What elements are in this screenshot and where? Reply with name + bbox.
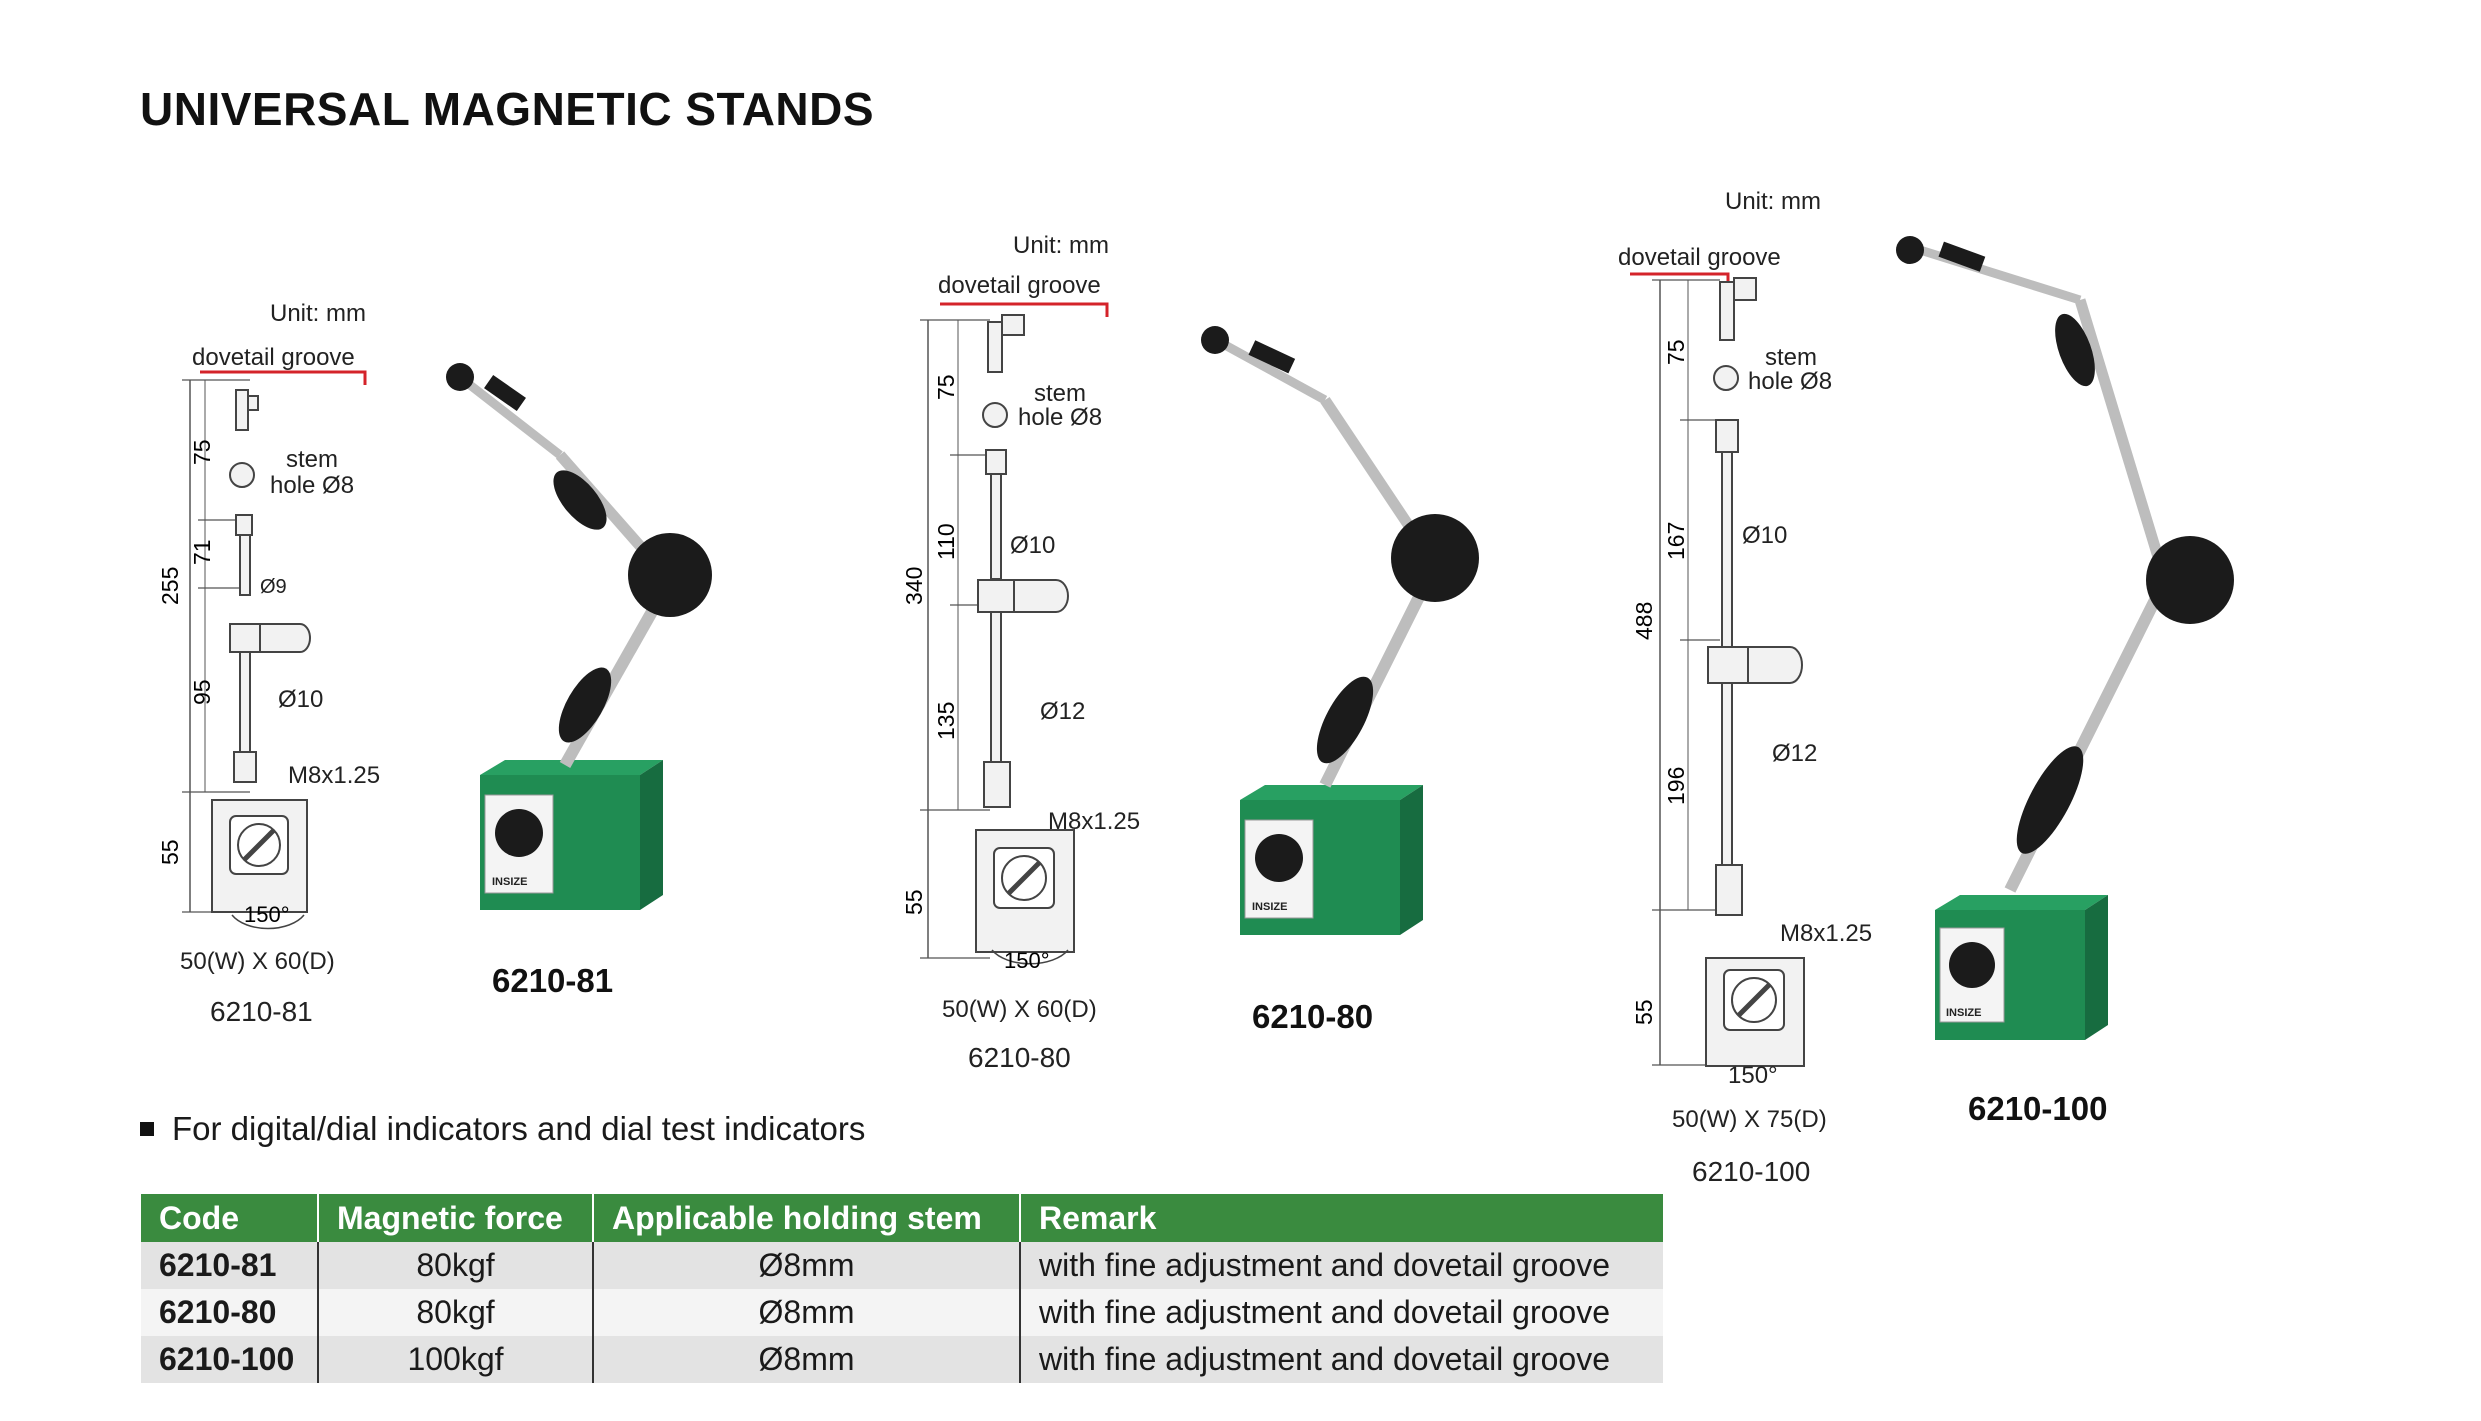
technical-drawing-6210-100: 75 167 488 196 55	[1630, 272, 1805, 1067]
table-row: 6210-100 100kgf Ø8mm with fine adjustmen…	[141, 1336, 1663, 1383]
base-size-label: 50(W) X 75(D)	[1672, 1106, 1827, 1133]
product-code-label: 6210-80	[1252, 998, 1374, 1035]
drawing-code-label: 6210-100	[1692, 1156, 1811, 1187]
angle-text: 150°	[244, 902, 290, 927]
table-cell: Ø8mm	[593, 1242, 1021, 1289]
dim-text: 55	[157, 839, 183, 865]
product-photo-6210-100: INSIZE	[1896, 236, 2234, 1040]
table-cell: Ø8mm	[593, 1289, 1021, 1336]
thread-label: M8x1.25	[288, 762, 381, 789]
product-photo-6210-80: INSIZE	[1201, 326, 1479, 935]
table-header: Magnetic force	[318, 1194, 594, 1242]
dovetail-label: dovetail groove	[192, 344, 355, 371]
dovetail-label: dovetail groove	[1618, 244, 1781, 271]
drawing-code-label: 6210-81	[210, 996, 313, 1027]
table-cell: 100kgf	[318, 1336, 594, 1383]
diameter-label: Ø10	[1742, 522, 1788, 549]
table-cell: 80kgf	[318, 1289, 594, 1336]
dim-text: 71	[189, 539, 215, 565]
table-cell: with fine adjustment and dovetail groove	[1020, 1242, 1663, 1289]
dim-text: 55	[901, 889, 927, 915]
stem-hole-label: hole Ø8	[270, 472, 355, 499]
badge-text: INSIZE	[1252, 901, 1287, 913]
drawing-code-label: 6210-80	[968, 1042, 1071, 1073]
dim-text: 340	[901, 567, 927, 605]
product-photo-6210-81: INSIZE	[446, 363, 712, 910]
dim-text: 55	[1631, 999, 1657, 1025]
badge-text: INSIZE	[1946, 1007, 1981, 1019]
unit-label: Unit: mm	[270, 300, 366, 327]
table-cell: with fine adjustment and dovetail groove	[1020, 1289, 1663, 1336]
diameter-label: Ø10	[1010, 532, 1056, 559]
table-row: 6210-80 80kgf Ø8mm with fine adjustment …	[141, 1289, 1663, 1336]
feature-bullet: For digital/dial indicators and dial tes…	[140, 1110, 865, 1148]
spec-table: Code Magnetic force Applicable holding s…	[141, 1194, 1663, 1383]
table-row: 6210-81 80kgf Ø8mm with fine adjustment …	[141, 1242, 1663, 1289]
technical-drawing-6210-81: 75 71 255 95 55 150°	[157, 370, 367, 930]
product-code-label: 6210-100	[1968, 1090, 2108, 1127]
stem-label: stem	[1034, 380, 1087, 407]
diameter-label: Ø12	[1772, 740, 1818, 767]
table-cell: 6210-80	[141, 1289, 319, 1336]
dim-text: 75	[933, 374, 959, 400]
table-cell: Ø8mm	[593, 1336, 1021, 1383]
dim-text: 110	[933, 523, 959, 560]
bullet-icon	[140, 1122, 154, 1136]
table-cell: with fine adjustment and dovetail groove	[1020, 1336, 1663, 1383]
product-code-label: 6210-81	[492, 962, 614, 999]
angle-text: 150°	[1004, 948, 1050, 973]
dim-text: 95	[189, 679, 215, 705]
diameter-label: Ø9	[260, 576, 287, 598]
table-cell: 6210-81	[141, 1242, 319, 1289]
table-cell: 6210-100	[141, 1336, 319, 1383]
table-cell: 80kgf	[318, 1242, 594, 1289]
base-size-label: 50(W) X 60(D)	[180, 948, 335, 975]
diameter-label: Ø10	[278, 686, 324, 713]
dim-text: 75	[189, 439, 215, 465]
dim-text: 488	[1631, 602, 1657, 640]
angle-label: 150°	[1728, 1062, 1778, 1089]
stem-hole-label: hole Ø8	[1018, 404, 1103, 431]
feature-text: For digital/dial indicators and dial tes…	[172, 1110, 866, 1147]
table-header: Code	[141, 1194, 319, 1242]
page-title: UNIVERSAL MAGNETIC STANDS	[140, 83, 875, 135]
dovetail-label: dovetail groove	[938, 272, 1101, 299]
table-header-row: Code Magnetic force Applicable holding s…	[141, 1194, 1663, 1242]
stem-label: stem	[286, 446, 339, 473]
diameter-label: Ø12	[1040, 698, 1086, 725]
dim-text: 196	[1663, 767, 1689, 805]
base-size-label: 50(W) X 60(D)	[942, 996, 1097, 1023]
technical-drawing-6210-80: 75 110 340 135 55 150°	[901, 302, 1109, 973]
dim-text: 255	[157, 567, 183, 605]
dim-text: 75	[1663, 339, 1689, 365]
table-header: Applicable holding stem	[593, 1194, 1021, 1242]
dim-text: 167	[1663, 522, 1689, 560]
stem-hole-label: hole Ø8	[1748, 368, 1833, 395]
stem-label: stem	[1765, 344, 1818, 371]
unit-label: Unit: mm	[1725, 188, 1821, 215]
unit-label: Unit: mm	[1013, 232, 1109, 259]
thread-label: M8x1.25	[1780, 920, 1873, 947]
table-header: Remark	[1020, 1194, 1663, 1242]
dim-text: 135	[933, 702, 959, 740]
badge-text: INSIZE	[492, 876, 527, 888]
